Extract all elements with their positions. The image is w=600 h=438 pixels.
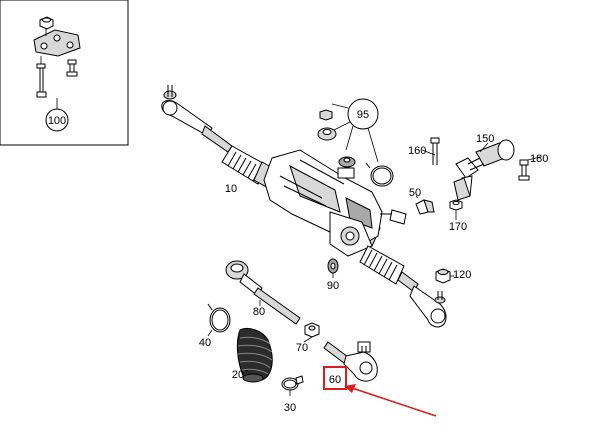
part-label-10: 10: [225, 183, 237, 195]
part-label-100: 100: [48, 115, 66, 127]
inner-tie-rod-icon: [225, 260, 301, 325]
bushing-kit-icon: [317, 98, 394, 187]
part-label-30: 30: [284, 402, 296, 414]
intermediate-shaft-icon: [430, 137, 530, 211]
part-label-40: 40: [199, 337, 211, 349]
inset-short-bolt-icon: [66, 59, 78, 77]
bracket-clip-icon: [415, 199, 435, 215]
inset-long-bolt-icon: [36, 56, 47, 98]
part-label-80: 80: [253, 306, 265, 318]
callout-circle-100: [45, 108, 69, 132]
right-tie-rod-end-icon: [409, 285, 447, 328]
part-label-50: 50: [409, 187, 421, 199]
outer-tie-rod-end-icon: [323, 341, 378, 382]
red-arrow-icon: [344, 384, 437, 417]
part-label-150: 150: [476, 133, 494, 145]
nut-icon: [435, 268, 451, 284]
inset-nut-icon: [39, 16, 54, 36]
part-label-70: 70: [296, 342, 308, 354]
steering-rack-assembly-icon: [221, 145, 419, 293]
small-clamp-icon: [281, 375, 304, 391]
part-label-60: 60: [329, 374, 341, 386]
boot-clamp-icon: [207, 303, 231, 333]
part-label-90: 90: [327, 280, 339, 292]
part-label-160: 160: [408, 145, 426, 157]
inset-bracket-plate-icon: [33, 29, 81, 57]
part-label-180: 180: [530, 153, 548, 165]
left-tie-rod-end-icon: [161, 85, 233, 153]
part-label-20: 20: [232, 369, 244, 381]
part-label-170: 170: [449, 221, 467, 233]
part-label-95: 95: [357, 109, 369, 121]
washer-icon: [327, 258, 339, 274]
highlight-box: [323, 366, 347, 390]
inset-panel: 100: [0, 0, 129, 146]
part-label-120: 120: [453, 269, 471, 281]
callout-circle-95: [347, 98, 379, 130]
bellows-boot-icon: [236, 327, 273, 383]
lock-nut-icon: [304, 322, 320, 338]
